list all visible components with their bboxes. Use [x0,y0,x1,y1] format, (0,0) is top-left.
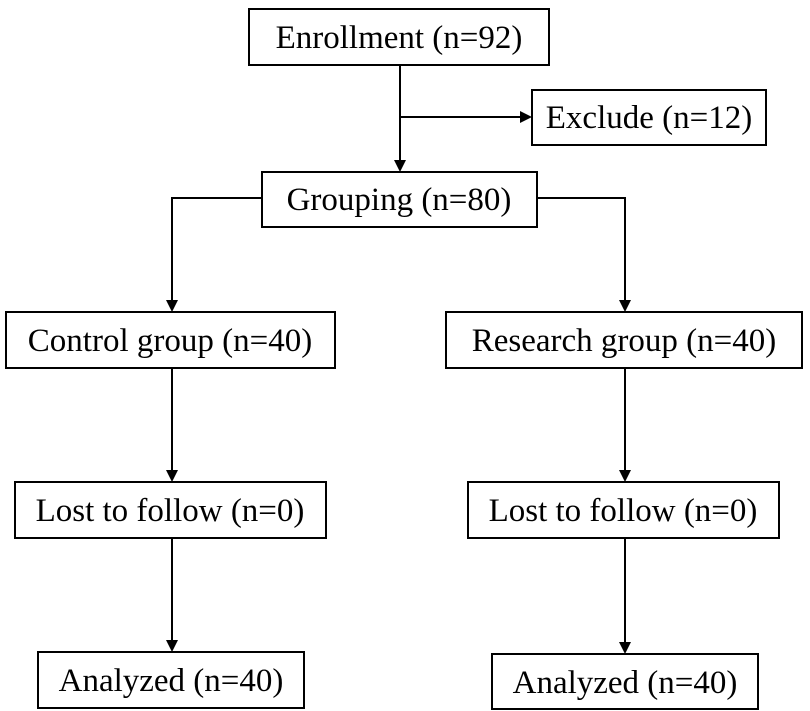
node-control-lost: Lost to follow (n=0) [14,481,327,539]
node-exclude-box [531,89,767,146]
node-enrollment-label: Enrollment (n=92) [276,20,523,56]
node-research-analyzed: Analyzed (n=40) [491,653,759,710]
connectors [166,65,631,654]
arrowhead-research-analyzed [619,642,631,654]
node-grouping-label: Grouping (n=80) [287,182,512,218]
node-control-group: Control group (n=40) [5,311,336,369]
node-research-lost-box [467,481,780,539]
node-research-analyzed-label: Analyzed (n=40) [513,665,738,701]
edge-grouping-to-control [171,197,262,302]
node-research-group-box [445,311,803,369]
node-control-analyzed-label: Analyzed (n=40) [59,663,284,699]
node-research-lost-label: Lost to follow (n=0) [489,493,758,529]
node-grouping: Grouping (n=80) [261,171,538,228]
node-research-group: Research group (n=40) [445,311,803,369]
node-control-analyzed: Analyzed (n=40) [37,651,305,709]
node-enrollment: Enrollment (n=92) [248,8,550,66]
node-control-group-box [5,311,336,369]
node-control-analyzed-box [37,651,305,709]
node-research-group-label: Research group (n=40) [472,323,777,359]
node-exclude-label: Exclude (n=12) [546,100,752,136]
node-control-lost-box [14,481,327,539]
arrowhead-grouping [394,160,406,172]
edge-grouping-to-research [537,197,626,302]
node-control-lost-label: Lost to follow (n=0) [36,493,305,529]
arrowhead-research-group [619,300,631,312]
arrowhead-research-lost [619,470,631,482]
node-exclude: Exclude (n=12) [531,89,767,146]
arrowhead-control-analyzed [166,640,178,652]
node-grouping-box [261,171,538,228]
node-enrollment-box [248,8,550,66]
arrowhead-exclude [520,111,532,123]
arrowhead-control-group [166,300,178,312]
node-research-analyzed-box [491,653,759,710]
node-control-group-label: Control group (n=40) [28,323,312,359]
node-research-lost: Lost to follow (n=0) [467,481,780,539]
arrowhead-control-lost [166,470,178,482]
